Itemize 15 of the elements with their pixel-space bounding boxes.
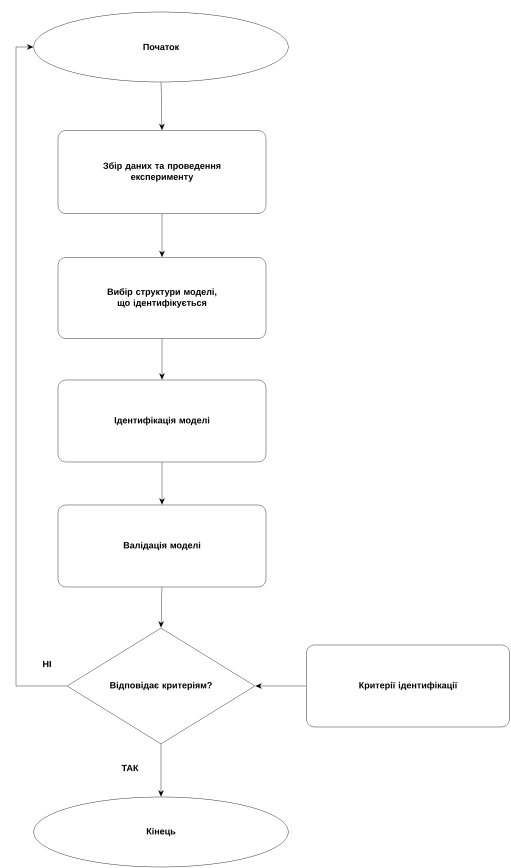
arrow (256, 683, 306, 689)
edge-label: НІ (42, 660, 52, 668)
process-box: Валідація моделі (58, 504, 266, 588)
process-box: Вибір структури моделі, що ідентифікується (58, 257, 266, 339)
arrow (158, 587, 164, 628)
arrow (159, 338, 165, 380)
process-box: Критерії ідентифікації (306, 644, 510, 728)
process-box: Збір даних та проведення експерименту (58, 130, 266, 214)
arrow (159, 82, 165, 130)
arrow (159, 214, 165, 257)
arrow (16, 44, 67, 686)
arrow (158, 744, 164, 796)
process-box: Ідентифікація моделі (58, 380, 266, 462)
arrow (159, 462, 165, 504)
edge-label: ТАК (120, 764, 140, 772)
